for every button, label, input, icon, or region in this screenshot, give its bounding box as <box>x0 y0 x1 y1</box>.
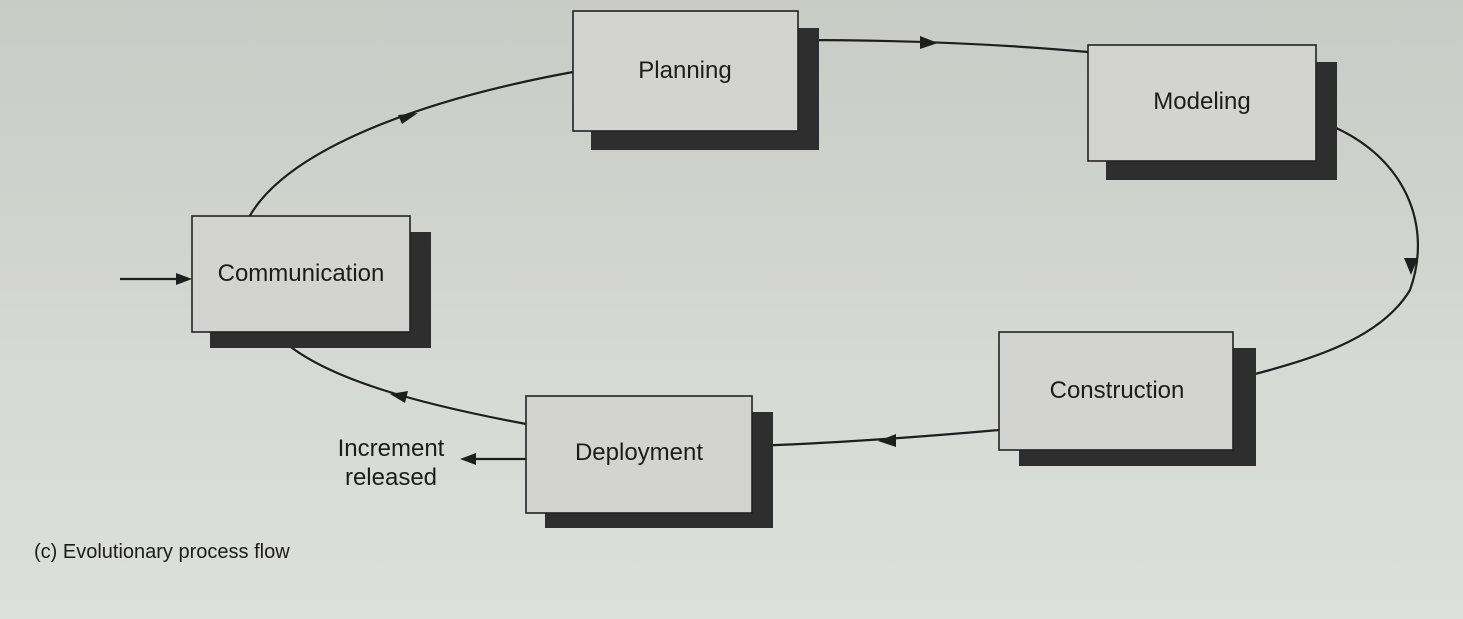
flow-modeling-to-construction <box>1235 118 1419 381</box>
node-communication: Communication <box>191 215 431 348</box>
arrowhead-to-construction <box>1404 258 1418 275</box>
node-communication-label: Communication <box>218 260 385 287</box>
node-planning: Planning <box>572 10 819 150</box>
arrowhead-to-communication <box>390 391 408 403</box>
node-planning-label: Planning <box>638 57 731 84</box>
flow-communication-to-planning <box>247 70 574 220</box>
node-modeling: Modeling <box>1087 44 1337 180</box>
node-deployment: Deployment <box>525 395 773 528</box>
output-label-line2: released <box>345 464 437 491</box>
arrowhead-to-deployment <box>878 434 896 447</box>
flow-deployment-to-communication <box>275 333 527 426</box>
node-modeling-label: Modeling <box>1153 88 1250 115</box>
flow-planning-to-modeling <box>797 38 1089 54</box>
node-deployment-label: Deployment <box>575 439 703 466</box>
arrowhead-output <box>460 453 476 465</box>
output-label-line1: Increment <box>338 435 445 462</box>
node-construction: Construction <box>998 331 1256 466</box>
arrowhead-to-planning <box>398 113 418 124</box>
figure-caption: (c) Evolutionary process flow <box>34 541 290 563</box>
arrowhead-entry <box>176 273 192 285</box>
flow-construction-to-deployment <box>751 428 1000 448</box>
arrowhead-to-modeling <box>920 36 938 49</box>
node-construction-label: Construction <box>1050 377 1185 404</box>
